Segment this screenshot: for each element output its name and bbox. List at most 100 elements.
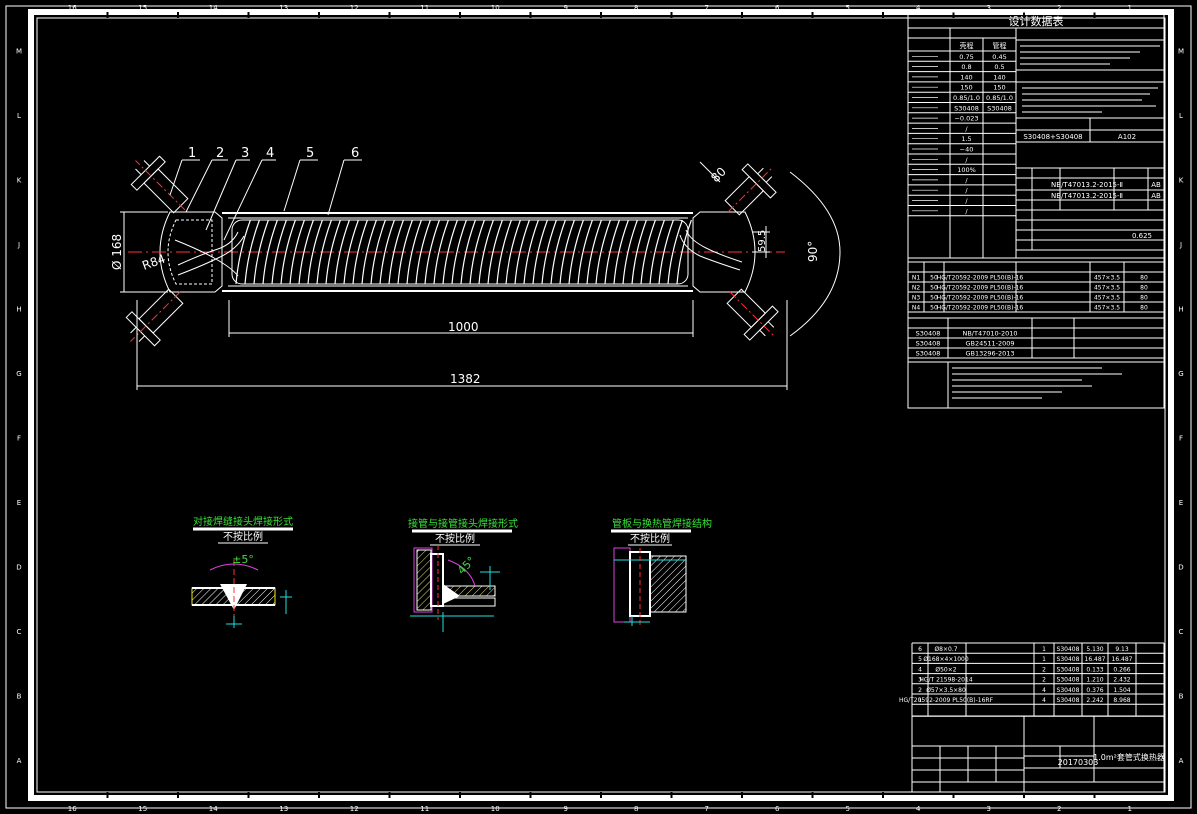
coil-turn <box>514 219 530 285</box>
tech-cell-shell: / <box>965 197 968 205</box>
tech-table-right-pane <box>1015 28 1164 258</box>
dimensions <box>120 161 841 390</box>
coil-turn <box>388 219 404 285</box>
zone-row-right: E <box>1179 499 1183 507</box>
coil-turn <box>406 219 422 285</box>
bom-cell: 2 <box>1042 677 1046 684</box>
material-grade: S30408 <box>916 340 941 348</box>
coil-turn <box>442 219 458 285</box>
zone-col-top: 13 <box>279 4 288 12</box>
coil-turn <box>361 219 377 285</box>
coil-envelope <box>231 219 689 285</box>
right-end-cap <box>692 211 756 293</box>
detail-3-title: 管板与换热管焊接结构 <box>612 517 712 530</box>
coil-turn <box>631 219 647 285</box>
material-standard: GB13296-2013 <box>965 350 1014 358</box>
zone-row-left: E <box>17 499 21 507</box>
coil-turn <box>577 219 593 285</box>
bom-cell: S30408 <box>1057 666 1080 673</box>
tech-cell-tube: 0.45 <box>992 53 1006 61</box>
zone-row-left: D <box>16 563 21 571</box>
zone-row-right: M <box>1178 47 1184 55</box>
detail-2-title: 接管与接管接头焊接形式 <box>408 517 518 530</box>
zone-row-right: D <box>1178 563 1183 571</box>
coil-turn <box>370 219 386 285</box>
nozzle-cell: 80 <box>1140 275 1148 282</box>
nozzle-cell: N4 <box>912 305 920 312</box>
bom-cell: 8.968 <box>1113 697 1130 704</box>
drawing-frame <box>5 5 1192 809</box>
zone-col-top: 15 <box>138 4 147 12</box>
note-weld-material: S30408+S30408 <box>1023 133 1082 141</box>
tech-header-shell: 壳程 <box>960 41 974 50</box>
coil-turn <box>262 219 278 285</box>
coil-turn <box>622 219 638 285</box>
bom-cell: 9.13 <box>1115 646 1129 653</box>
coil-turn <box>379 219 395 285</box>
tube-bends <box>174 229 743 277</box>
tech-cell-shell: 150 <box>960 84 972 92</box>
bom-cell: S30408 <box>1057 656 1080 663</box>
zone-row-left: L <box>17 112 21 120</box>
zone-col-top: 14 <box>209 4 218 12</box>
material-grade: S30408 <box>916 350 941 358</box>
coil-turn <box>478 219 494 285</box>
zone-col-top: 4 <box>916 4 921 12</box>
coil-turn <box>676 219 692 285</box>
nozzle-cell: 50 <box>930 295 938 302</box>
zone-col-bottom: 10 <box>491 805 500 813</box>
zone-col-top: 2 <box>1057 4 1061 12</box>
dim-diameter: Ø 168 <box>110 234 124 270</box>
zone-col-bottom: 15 <box>138 805 147 813</box>
note-ndt-2: NB/T47013.2-2015-Ⅱ <box>1051 192 1123 200</box>
bom-cell: 1.210 <box>1086 677 1103 684</box>
coil-turn <box>487 219 503 285</box>
bom-cell: 4 <box>918 666 922 673</box>
tech-cell-tube: 0.85/1.0 <box>986 94 1013 102</box>
note-grade-2: AB <box>1151 192 1161 200</box>
bom-cell: S30408 <box>1057 677 1080 684</box>
bom-cell: Ø8×0.7 <box>934 646 957 653</box>
drawing-title: 1.0m²套管式换热器 <box>1093 752 1165 762</box>
detail-3-scale: 不按比例 <box>630 532 670 545</box>
nozzle-left-top <box>130 155 189 214</box>
nozzle-cell: 457×3.5 <box>1094 275 1120 282</box>
nozzle-cell: 80 <box>1140 285 1148 292</box>
coil-turn <box>325 219 341 285</box>
tech-table-notes-scribble <box>1020 45 1160 113</box>
zone-row-right: A <box>1179 757 1184 765</box>
detail-2-scale: 不按比例 <box>435 532 475 545</box>
detail-nozzle-weld: 接管与接管接头焊接形式 不按比例 45° <box>408 517 518 632</box>
coil-turn <box>460 219 476 285</box>
coil-turn <box>451 219 467 285</box>
zone-row-right: J <box>1179 241 1182 249</box>
bom-cell: 1 <box>1042 656 1046 663</box>
coil-turn <box>235 219 251 285</box>
coil-turn <box>271 219 287 285</box>
title-block-texts: 1.0m²套管式换热器 20170303 <box>1058 752 1165 767</box>
coil-turn <box>307 219 323 285</box>
nozzle-cell: HG/T20592-2009 PL50(B)-16 <box>937 305 1024 312</box>
coil-turn <box>658 219 674 285</box>
balloon-numbers: 1 2 3 4 5 6 <box>188 146 359 161</box>
coil-turn <box>568 219 584 285</box>
note-pressure: 0.625 <box>1132 232 1152 240</box>
coil-turn <box>244 219 260 285</box>
tech-cell-shell: 1.5 <box>961 135 971 143</box>
zone-col-top: 11 <box>420 4 429 12</box>
zone-col-top: 7 <box>705 4 709 12</box>
title-block <box>911 715 1165 793</box>
nozzle-cell: 80 <box>1140 295 1148 302</box>
coil-turn <box>667 219 683 285</box>
nozzle-right-top <box>724 163 777 216</box>
coil-turn <box>415 219 431 285</box>
left-end-cap <box>159 211 223 293</box>
zone-row-left: A <box>17 757 22 765</box>
zone-col-bottom: 5 <box>846 805 850 813</box>
coil-turn <box>352 219 368 285</box>
zone-col-bottom: 16 <box>68 805 77 813</box>
bom-cell: 3 <box>918 677 922 684</box>
coil-turn <box>469 219 485 285</box>
bom-cell: 16.487 <box>1085 656 1106 663</box>
